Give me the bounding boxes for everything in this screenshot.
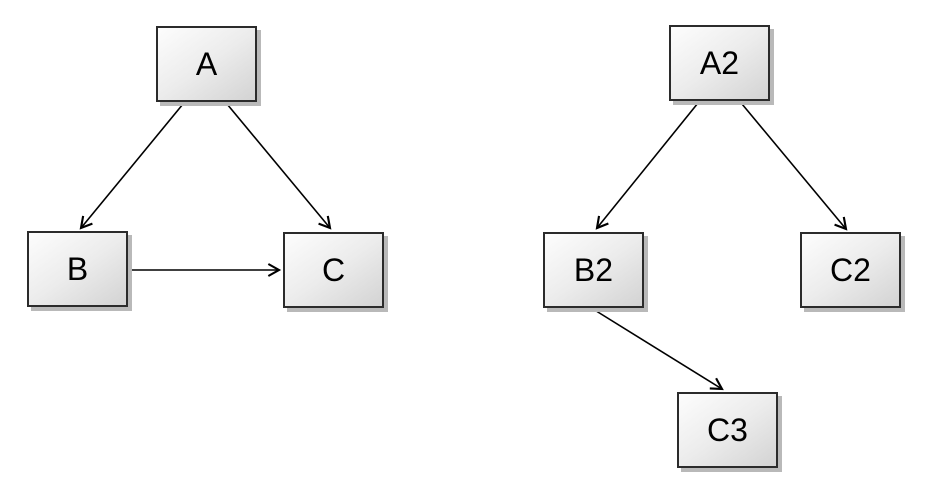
node-B-label: B <box>66 251 89 287</box>
node-A2[interactable]: A2 <box>669 25 770 101</box>
node-B2[interactable]: B2 <box>543 232 644 308</box>
node-C[interactable]: C <box>283 232 384 308</box>
node-B[interactable]: B <box>27 231 128 307</box>
node-C-label: C <box>321 252 346 288</box>
node-C3[interactable]: C3 <box>677 392 778 468</box>
edge-A-to-B <box>79 103 184 230</box>
node-A[interactable]: A <box>156 26 257 102</box>
node-C2[interactable]: C2 <box>800 232 901 308</box>
edge-B2-to-C3 <box>592 308 724 391</box>
edge-A2-to-C2 <box>741 103 848 231</box>
edge-A-to-C <box>226 103 332 230</box>
edge-A2-to-B2 <box>595 102 699 230</box>
node-B2-label: B2 <box>573 252 614 288</box>
node-C2-label: C2 <box>830 252 871 288</box>
node-C3-label: C3 <box>707 412 748 448</box>
node-A-label: A <box>195 46 218 82</box>
node-A2-label: A2 <box>699 45 740 81</box>
